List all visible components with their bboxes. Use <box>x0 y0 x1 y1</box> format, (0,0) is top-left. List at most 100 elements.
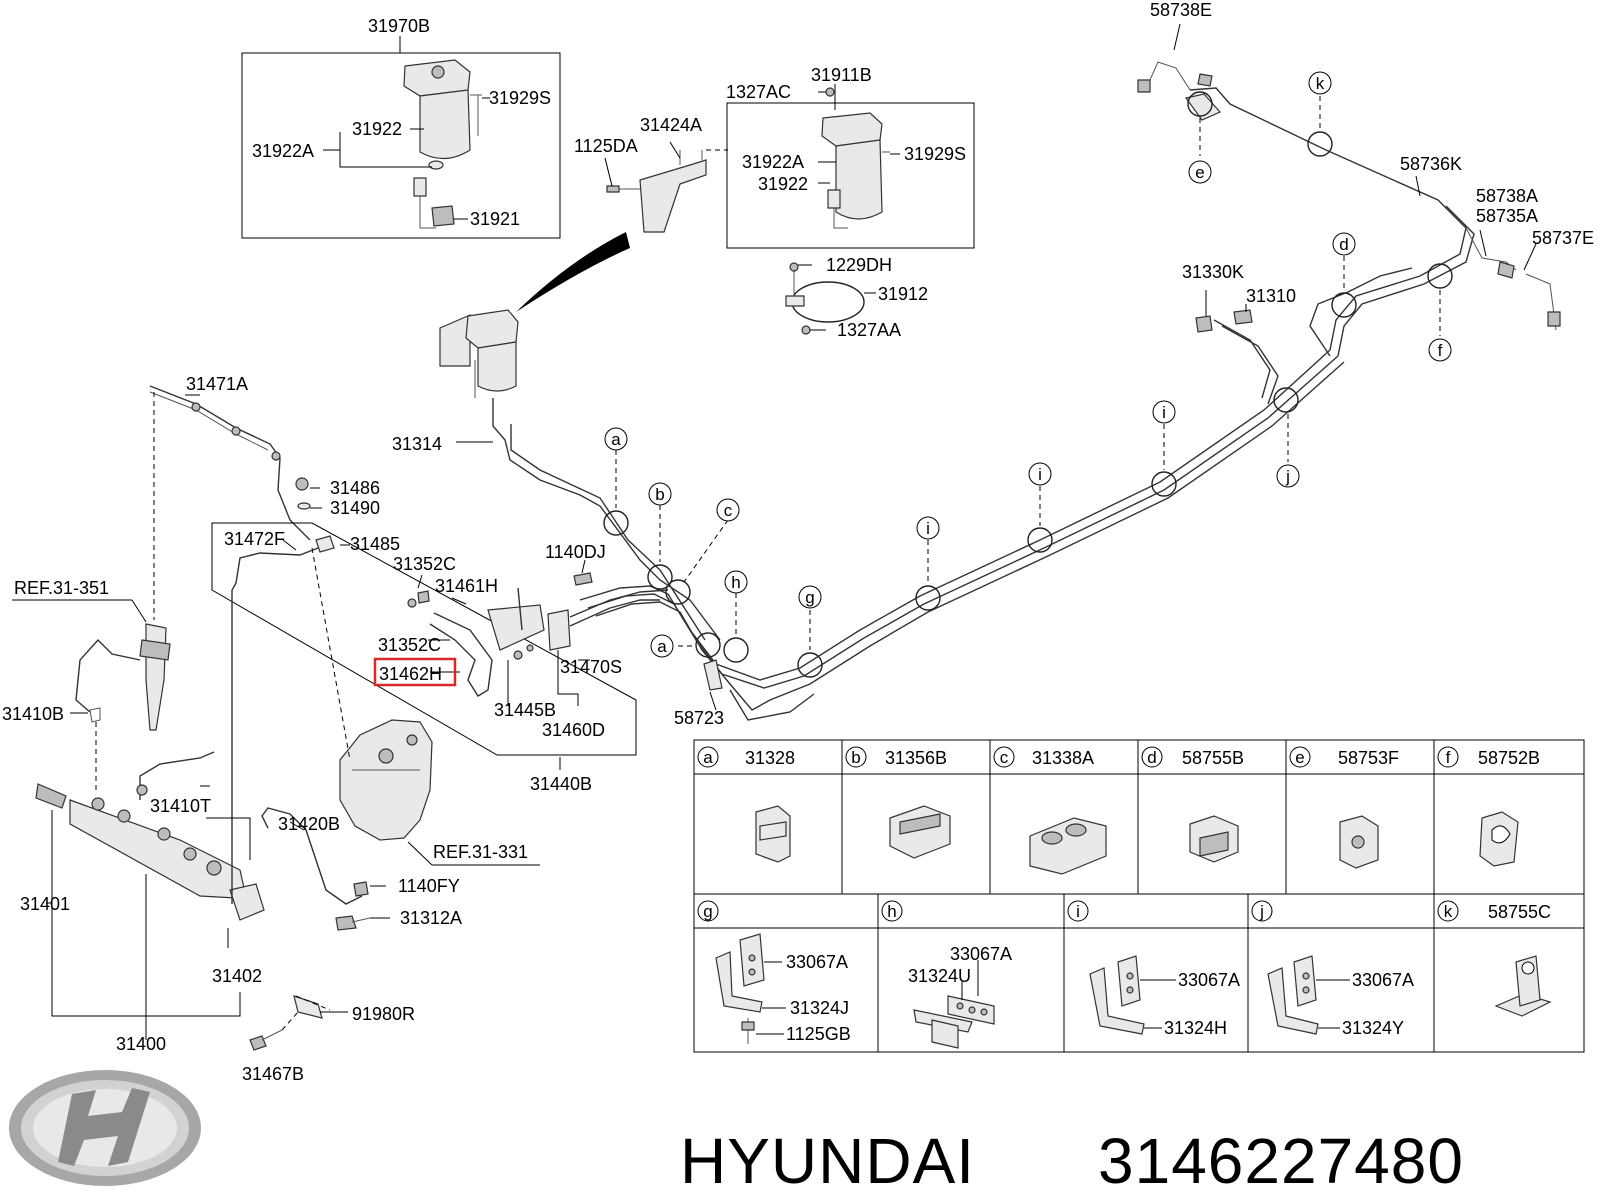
detail-pointer <box>516 232 630 312</box>
callout-i3: i <box>1162 403 1166 422</box>
legend-letter-c: c <box>1000 748 1009 767</box>
legend-row-bottom: g h i j k 58755C <box>697 900 1551 922</box>
detail-box-31970B <box>241 52 561 239</box>
label-1140FY: 1140FY <box>398 876 460 896</box>
label-1327AA: 1327AA <box>837 320 901 340</box>
label-31922A-a: 31922A <box>252 141 314 161</box>
injector-assembly <box>12 599 171 790</box>
label-31310: 31310 <box>1246 286 1296 306</box>
label-31970B: 31970B <box>368 16 430 36</box>
legend-letter-g: g <box>703 902 712 921</box>
highlighted-part-31462H <box>373 657 457 687</box>
label-91980R: 91980R <box>352 1004 415 1024</box>
legend-clip-drawings-bottom: 33067A 31324J 1125GB 33067A 31324U 33067… <box>715 933 1552 1049</box>
callout-h: h <box>731 573 740 592</box>
label-31352C-b: 31352C <box>378 635 441 655</box>
label-31462H: 31462H <box>379 664 442 684</box>
callout-i1: i <box>926 519 930 538</box>
legend-i-sub-33067A: 33067A <box>1178 970 1240 990</box>
label-31929S-b: 31929S <box>904 144 966 164</box>
label-31911B: 31911B <box>811 65 872 85</box>
label-31424A: 31424A <box>640 115 702 135</box>
label-31921: 31921 <box>470 209 520 229</box>
label-58738A: 58738A <box>1476 186 1538 206</box>
callout-i2: i <box>1038 465 1042 484</box>
callout-leaders <box>615 96 1441 650</box>
label-ref-31-351: REF.31-351 <box>14 578 109 598</box>
label-1125DA: 1125DA <box>574 136 638 156</box>
clip-31356B-drawing <box>889 805 951 859</box>
legend-letter-a: a <box>703 748 713 767</box>
legend-letter-i: i <box>1076 902 1080 921</box>
legend-g-sub-1125GB: 1125GB <box>786 1024 851 1044</box>
label-31352C-a: 31352C <box>393 554 456 574</box>
legend-part-f: 58752B <box>1478 748 1540 768</box>
label-31922-a: 31922 <box>352 119 402 139</box>
label-31440B: 31440B <box>530 774 592 794</box>
callout-e: e <box>1195 163 1204 182</box>
legend-letter-h: h <box>887 902 896 921</box>
legend-part-c: 31338A <box>1032 748 1094 768</box>
common-rail <box>35 582 390 1051</box>
callout-a1: a <box>611 430 621 449</box>
label-31400: 31400 <box>116 1034 166 1054</box>
pipe-clamp-markers <box>603 91 1453 678</box>
legend-part-b: 31356B <box>885 748 947 768</box>
callout-f: f <box>1438 341 1443 360</box>
callout-j: j <box>1285 467 1290 486</box>
legend-part-a: 31328 <box>745 748 795 768</box>
callout-a2: a <box>657 637 667 656</box>
main-fuel-lines <box>579 23 1561 721</box>
label-31410B: 31410B <box>2 704 64 724</box>
callout-b: b <box>655 485 664 504</box>
label-31490: 31490 <box>330 498 380 518</box>
brand-name: HYUNDAI <box>680 1125 975 1197</box>
label-31485: 31485 <box>350 534 400 554</box>
legend-letter-k: k <box>1444 902 1453 921</box>
label-31330K: 31330K <box>1182 262 1244 282</box>
label-58723: 58723 <box>674 708 724 728</box>
injector-return-line <box>149 385 322 620</box>
hyundai-logo <box>9 1070 201 1186</box>
legend-clip-drawings-top <box>755 805 1519 875</box>
label-31401: 31401 <box>20 894 70 914</box>
callout-c: c <box>724 501 733 520</box>
legend-h-sub-31324U: 31324U <box>908 966 971 986</box>
label-1327AC: 1327AC <box>726 82 791 102</box>
label-1140DJ: 1140DJ <box>545 542 606 562</box>
label-31312A: 31312A <box>400 908 462 928</box>
label-31314: 31314 <box>392 434 442 454</box>
label-58738E: 58738E <box>1150 0 1212 20</box>
label-1229DH: 1229DH <box>826 255 892 275</box>
legend-j-sub-31324Y: 31324Y <box>1342 1018 1404 1038</box>
legend-part-d: 58755B <box>1182 748 1244 768</box>
part-number: 3146227480 <box>1098 1125 1464 1197</box>
label-58736K: 58736K <box>1400 154 1462 174</box>
detail-box-31911B <box>726 102 975 249</box>
label-31471A: 31471A <box>186 374 248 394</box>
label-31912: 31912 <box>878 284 928 304</box>
callout-letters: a b c a h g i i i j d f k e <box>611 74 1442 656</box>
legend-part-e: 58753F <box>1338 748 1399 768</box>
legend-g-sub-31324J: 31324J <box>790 998 849 1018</box>
label-31922A-b: 31922A <box>742 152 804 172</box>
legend-h-sub-33067A: 33067A <box>950 944 1012 964</box>
label-31410T: 31410T <box>150 796 211 816</box>
subassembly-31440B <box>211 522 669 770</box>
label-31445B: 31445B <box>494 700 556 720</box>
label-31460D: 31460D <box>542 720 605 740</box>
label-31402: 31402 <box>212 966 262 986</box>
label-58735A: 58735A <box>1476 206 1538 226</box>
label-31486: 31486 <box>330 478 380 498</box>
clamp-31912 <box>785 262 876 335</box>
clip-legend-table: a 31328 b 31356B c 31338A d 58755B e 587… <box>693 739 1585 1053</box>
fuel-filter-assembly <box>439 309 721 641</box>
fuel-filter-detail-a <box>241 36 561 239</box>
legend-letter-b: b <box>851 748 860 767</box>
label-31467B: 31467B <box>242 1064 304 1084</box>
legend-letter-d: d <box>1147 748 1156 767</box>
callout-g: g <box>805 588 814 607</box>
label-31472F: 31472F <box>224 529 285 549</box>
label-ref-31-331: REF.31-331 <box>433 842 528 862</box>
